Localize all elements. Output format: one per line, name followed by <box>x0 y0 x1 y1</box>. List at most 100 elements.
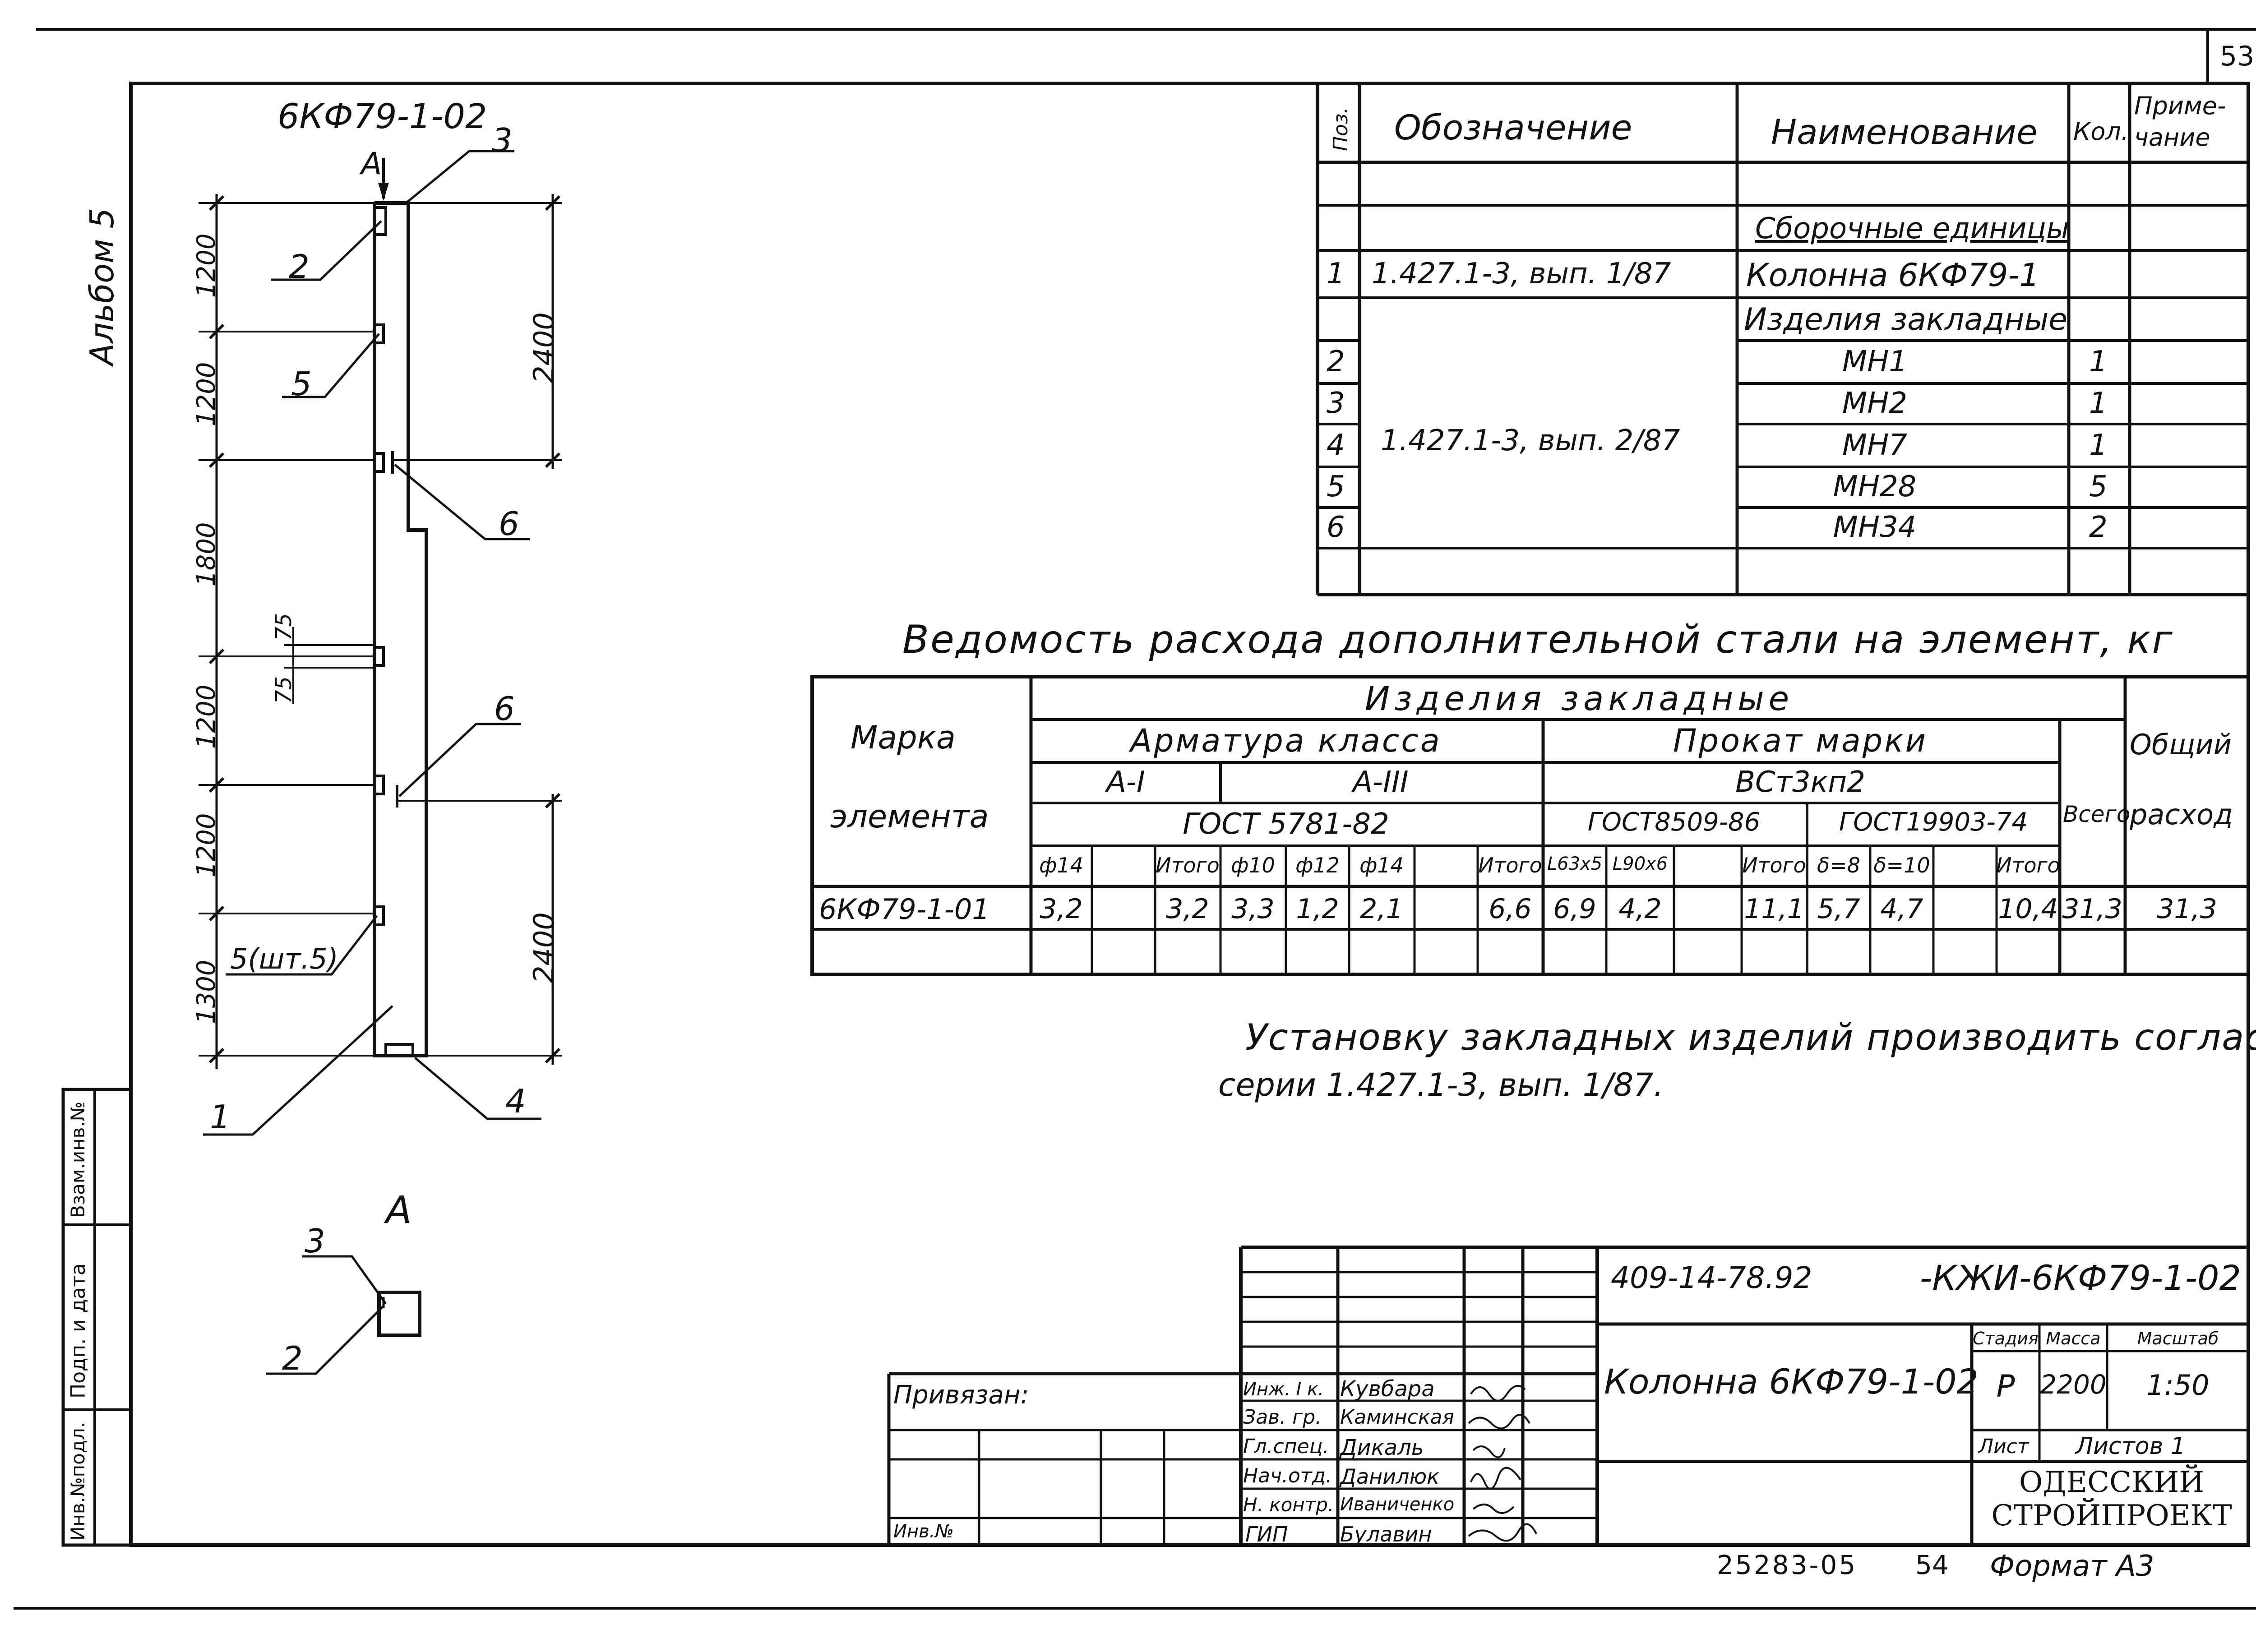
staff-role: Гл.спец. <box>1243 1435 1329 1458</box>
steel-rolled-header: Прокат марки <box>1673 722 1928 759</box>
spec-row-qty: 1 <box>2089 387 2108 420</box>
steel-subheader: Итого <box>1478 853 1542 877</box>
stage-value: Р <box>1996 1369 2015 1404</box>
callout-6-upper: 6 <box>499 505 519 543</box>
dim-seg-6: 1300 <box>192 960 221 1024</box>
callout-3: 3 <box>492 121 513 159</box>
sheets-label: Листов 1 <box>2076 1433 2186 1460</box>
section-arrow-label: А <box>361 146 382 182</box>
staff-name: Каминская <box>1340 1406 1454 1429</box>
spec-section-assembly: Сборочные единицы <box>1755 212 2069 245</box>
org-logo: ОДЕССКИЙ СТРОЙПРОЕКТ <box>1976 1466 2247 1532</box>
album-label: Альбом 5 <box>83 208 121 365</box>
steel-subheader: ф10 <box>1231 853 1275 877</box>
staff-name: Булавин <box>1340 1522 1432 1546</box>
steel-rebar-header: Арматура класса <box>1130 722 1442 759</box>
inv-label: Инв.№ <box>893 1521 954 1542</box>
spec-header-pos: Поз. <box>1329 107 1352 151</box>
spec-section-embedded: Изделия закладные <box>1744 302 2068 337</box>
steel-gost-8509: ГОСТ8509-86 <box>1587 808 1761 837</box>
steel-class-a1: А-I <box>1106 766 1145 799</box>
spec-row-qty: 2 <box>2089 511 2108 544</box>
steel-row-total: 31,3 <box>2062 893 2122 925</box>
steel-subheader: Итого <box>1742 853 1806 877</box>
steel-row-value: 3,2 <box>1166 893 1209 925</box>
steel-mark-header-1: Марка <box>851 719 956 756</box>
spec-header-designation: Обозначение <box>1394 107 1632 148</box>
steel-row-value: 6,6 <box>1489 893 1532 925</box>
spec-header-name: Наименование <box>1771 112 2038 152</box>
spec-row-qty: 1 <box>2089 429 2108 462</box>
side-stamp-replace: Взам.инв.№ <box>67 1101 89 1218</box>
spec-row-name: МН1 <box>1842 345 1908 378</box>
dim-seg-3: 1800 <box>192 522 221 586</box>
steel-subheader: ф14 <box>1039 853 1083 877</box>
steel-row-value: 1,2 <box>1296 893 1339 925</box>
staff-role: Зав. гр. <box>1243 1406 1322 1429</box>
steel-row-value: 11,1 <box>1744 893 1804 925</box>
dim-overall-top: 2400 <box>527 312 560 383</box>
steel-class-a3: А-III <box>1353 766 1409 799</box>
steel-mark-header-2: элемента <box>830 798 989 835</box>
steel-grade: ВСт3кп2 <box>1735 766 1865 799</box>
org-line-1: ОДЕССКИЙ <box>2019 1466 2205 1499</box>
callout-2: 2 <box>289 248 310 286</box>
footer-format: Формат А3 <box>1990 1550 2154 1583</box>
steel-subheader: L63х5 <box>1547 854 1603 874</box>
spec-row-pos: 4 <box>1327 429 1345 462</box>
doc-code: -КЖИ-6КФ79-1-02 <box>1920 1258 2241 1298</box>
spec-row-name: МН7 <box>1842 429 1908 462</box>
steel-row-value: 4,2 <box>1618 893 1662 925</box>
footer-sheet: 54 <box>1915 1550 1949 1580</box>
steel-gost-rebar: ГОСТ 5781-82 <box>1183 808 1389 841</box>
steel-subheader: Итого <box>1996 853 2060 877</box>
steel-subheader: Итого <box>1156 853 1220 877</box>
steel-subheader: ф12 <box>1295 853 1340 877</box>
signatures <box>1468 1385 1537 1542</box>
callout-6-lower: 6 <box>494 690 515 728</box>
steel-total-header: Всего <box>2063 801 2131 827</box>
staff-name: Иваниченко <box>1340 1494 1455 1515</box>
side-stamp-sign: Подп. и дата <box>67 1263 90 1398</box>
steel-row-mark: 6КФ79-1-01 <box>819 893 990 926</box>
dim-seg-4: 1200 <box>192 684 221 749</box>
steel-row-value: 6,9 <box>1553 893 1596 925</box>
org-line-2: СТРОЙПРОЕКТ <box>1991 1499 2232 1532</box>
view-a <box>266 1255 421 1375</box>
staff-role: Н. контр. <box>1243 1494 1334 1516</box>
steel-subheader: ф14 <box>1359 853 1404 877</box>
staff-role: ГИП <box>1245 1522 1288 1546</box>
steel-row-overall: 31,3 <box>2157 893 2217 925</box>
mass-label: Масса <box>2046 1329 2101 1348</box>
spec-row-pos: 3 <box>1327 387 1345 420</box>
bound-label: Привязан: <box>893 1380 1029 1410</box>
steel-overall-header-2: расход <box>2130 798 2233 831</box>
steel-embedded-header: Изделия закладные <box>1364 679 1794 718</box>
staff-role: Инж. I к. <box>1243 1379 1324 1400</box>
spec-row-qty: 5 <box>2089 470 2108 503</box>
steel-row-value: 2,1 <box>1360 893 1403 925</box>
staff-name: Данилюк <box>1340 1464 1440 1489</box>
spec-table-grid <box>1316 83 2248 596</box>
title-block-grid <box>887 1246 2248 1545</box>
staff-name: Кувбара <box>1340 1376 1435 1402</box>
spec-row-qty: 1 <box>2089 345 2108 378</box>
project-code: 409-14-78.92 <box>1611 1260 1812 1295</box>
column-elevation <box>199 150 562 1136</box>
view-a-callout-3: 3 <box>305 1222 325 1260</box>
spec-row1-name: Колонна 6КФ79-1 <box>1746 257 2040 294</box>
dim-seg-5: 1200 <box>192 813 221 877</box>
callout-5-count: 5(шт.5) <box>230 942 338 975</box>
note-line-1: Установку закладных изделий производить … <box>1245 1016 2256 1058</box>
steel-subheader: L90х6 <box>1612 854 1668 874</box>
footer-archive: 25283-05 <box>1717 1550 1858 1580</box>
dim-seg-1: 1200 <box>192 233 221 298</box>
spec-row-name: МН34 <box>1833 511 1917 544</box>
steel-row-value: 3,2 <box>1040 893 1083 925</box>
steel-table-grid <box>810 675 2250 976</box>
spec-row-name: МН28 <box>1833 470 1917 503</box>
spec-header-qty: Кол. <box>2073 117 2129 146</box>
steel-row-value: 4,7 <box>1880 893 1923 925</box>
dim-seg-2: 1200 <box>192 362 221 426</box>
